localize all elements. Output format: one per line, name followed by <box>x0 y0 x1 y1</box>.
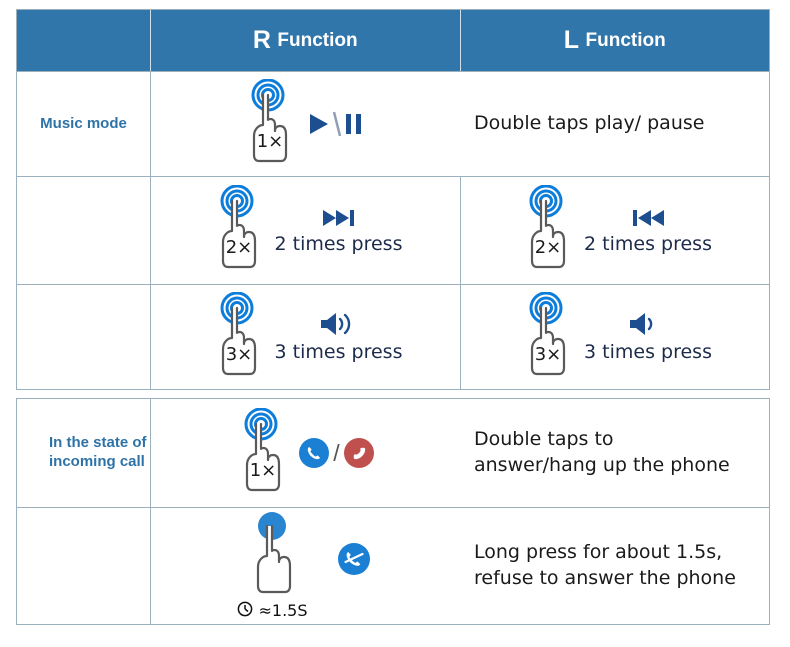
header-r-suffix: Function <box>277 29 358 51</box>
press-count-text: 3 times press <box>274 341 403 363</box>
press-count-text: 3 times press <box>584 341 712 363</box>
tap-group: 1× <box>240 78 368 170</box>
r-function-cell: 2× <box>151 177 460 284</box>
separator-slash: / <box>333 439 340 466</box>
row-content: ≈1.5S <box>151 508 769 624</box>
tap-group: 2× <box>518 184 712 276</box>
header-l-function: L Function <box>459 10 770 71</box>
row-description: Double taps to answer/hang up the phone <box>456 427 730 478</box>
long-press-hand-group: ≈1.5S <box>237 511 308 621</box>
tap-count-label: 1× <box>250 460 277 481</box>
press-count-text: 2 times press <box>584 232 712 255</box>
l-function-cell: 2× <box>460 177 769 284</box>
table-header-row: R Function L Function <box>17 10 769 71</box>
tap-hand-3x-icon: 3× <box>518 291 574 383</box>
next-track-icon <box>317 207 361 229</box>
label-text: Music mode <box>40 114 127 132</box>
row-description: Double taps play/ pause <box>474 112 705 135</box>
gesture-play-pause: 1× <box>151 78 456 170</box>
desc-line: answer/hang up the phone <box>474 454 730 476</box>
duration-group: ≈1.5S <box>237 601 308 621</box>
table-row: Music mode <box>17 71 769 176</box>
refuse-call-badge <box>337 543 370 575</box>
hangup-call-icon <box>343 438 374 468</box>
gesture-prev-track: 2× <box>461 184 769 276</box>
desc-line: Double taps to <box>474 428 614 451</box>
header-r-function: R Function <box>151 10 460 71</box>
merged-function-cell: 1× <box>151 72 769 176</box>
tap-group: 3× <box>518 291 712 383</box>
gesture-long-press-refuse: ≈1.5S <box>151 511 456 621</box>
tap-count-label: 3× <box>535 344 562 365</box>
duration-label: ≈1.5S <box>258 601 308 620</box>
press-count-text: 2 times press <box>274 232 403 255</box>
header-l-suffix: Function <box>585 29 666 51</box>
tap-hand-2x-icon: 2× <box>209 184 265 276</box>
symbol-stack: 3 times press <box>584 311 712 363</box>
answer-hangup-icon: / <box>299 438 374 468</box>
clock-icon <box>237 601 253 621</box>
gesture-answer-hangup: 1× / <box>151 407 456 499</box>
row-content: 3× <box>151 285 769 389</box>
tap-group: ≈1.5S <box>237 511 370 621</box>
gesture-volume-down: 3× <box>461 291 769 383</box>
header-r-prefix: R <box>252 26 272 54</box>
table-row: In the state of incoming call <box>17 399 769 507</box>
row-description: Long press for about 1.5s, refuse to ans… <box>456 540 736 591</box>
tap-group: 2× <box>209 184 403 276</box>
tap-group: 3× <box>209 291 403 383</box>
l-function-cell: 3× <box>460 285 769 389</box>
section-music-mode: R Function L Function Music mode <box>16 9 770 390</box>
long-press-hand-icon <box>244 511 300 599</box>
volume-down-icon <box>626 311 670 337</box>
desc-line: refuse to answer the phone <box>474 567 736 589</box>
tap-count-label: 1× <box>256 131 283 152</box>
tap-hand-1x-icon: 1× <box>240 78 296 170</box>
symbol-stack: 2 times press <box>274 207 403 255</box>
tap-count-label: 3× <box>225 344 252 365</box>
volume-up-icon <box>317 311 361 337</box>
tap-count-label: 2× <box>535 237 562 258</box>
symbol-stack: 3 times press <box>274 311 403 363</box>
tap-hand-2x-icon: 2× <box>518 184 574 276</box>
tap-count-label: 2× <box>225 237 252 258</box>
refuse-call-icon <box>337 543 370 575</box>
section-incoming-call: In the state of incoming call <box>16 398 770 625</box>
gesture-volume-up: 3× <box>151 291 460 383</box>
play-pause-icon <box>306 109 368 139</box>
row-content: 1× / <box>151 399 769 507</box>
row-label-music-mode: Music mode <box>17 72 151 176</box>
header-label-cell <box>17 10 151 71</box>
prev-track-icon <box>626 207 670 229</box>
row-label-spacer <box>17 177 151 284</box>
row-content: 2× <box>151 177 769 284</box>
header-l-prefix: L <box>563 26 580 54</box>
r-function-cell: 3× <box>151 285 460 389</box>
tap-hand-1x-icon: 1× <box>233 407 289 499</box>
gesture-next-track: 2× <box>151 184 460 276</box>
merged-function-cell: 1× / <box>151 399 769 507</box>
control-table: R Function L Function Music mode <box>16 9 770 625</box>
row-content: 1× <box>151 72 769 176</box>
table-row: 2× <box>17 176 769 284</box>
symbol-stack: 2 times press <box>584 207 712 255</box>
row-label-incoming-call: In the state of incoming call <box>17 399 151 507</box>
tap-group: 1× / <box>233 407 374 499</box>
answer-call-icon <box>299 438 330 468</box>
row-label-spacer <box>17 285 151 389</box>
merged-function-cell: ≈1.5S <box>151 508 769 624</box>
table-row: ≈1.5S <box>17 507 769 624</box>
row-label-spacer <box>17 508 151 624</box>
desc-line: Long press for about 1.5s, <box>474 541 723 564</box>
tap-hand-3x-icon: 3× <box>209 291 265 383</box>
label-text: In the state of incoming call <box>49 434 147 470</box>
table-row: 3× <box>17 284 769 389</box>
